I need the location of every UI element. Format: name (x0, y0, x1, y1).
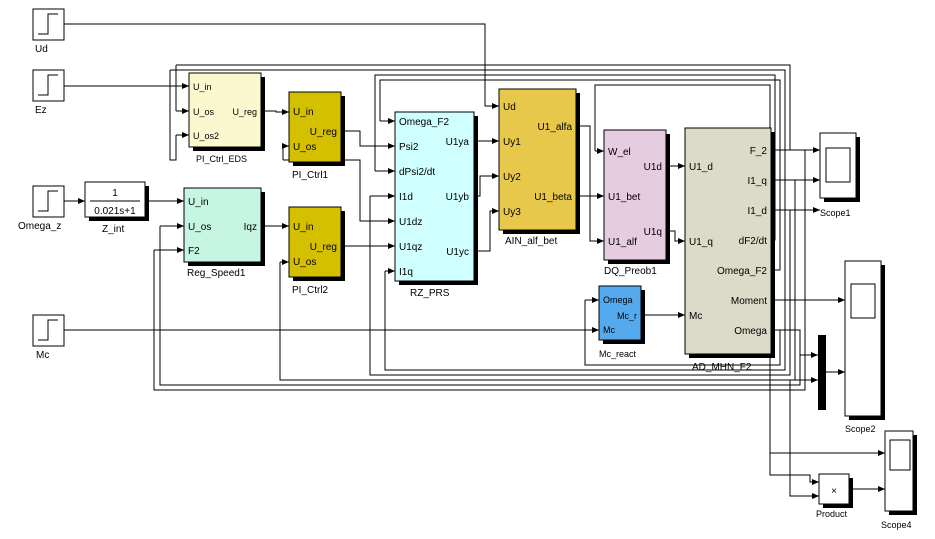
port-omega-f2: Omega_F2 (399, 117, 449, 128)
port-df2-dt: dF2/dt (739, 236, 768, 247)
omega-z-label: Omega_z (18, 221, 61, 232)
port-f-2: F_2 (750, 146, 768, 157)
ez-label: Ez (35, 105, 47, 116)
dq-preob1-block[interactable]: W_el U1_bet U1_alf U1d U1q DQ_Preob1 (603, 129, 670, 277)
ain-alf-bet-label: AIN_alf_bet (505, 236, 557, 247)
port-u-reg: U_reg (310, 127, 337, 138)
port-u-os: U_os (293, 257, 316, 268)
port-u1qz: U1qz (399, 242, 422, 253)
port-u-reg: U_reg (310, 242, 337, 253)
mc-label: Mc (36, 350, 49, 361)
ad-mhn-f2-block[interactable]: U1_d U1_q Mc F_2 I1_q I1_d dF2/dt Omega_… (684, 127, 775, 373)
port-u1d: U1d (644, 162, 662, 173)
scope1-block[interactable]: Scope1 (819, 132, 860, 218)
scope-screen-icon (850, 283, 876, 319)
ud-label: Ud (35, 44, 48, 55)
ud-source[interactable]: Ud (32, 8, 65, 55)
omega-z-source[interactable]: Omega_z (18, 185, 65, 232)
port-omega: Omega (603, 295, 633, 305)
scope-screen-icon (825, 147, 851, 183)
port-omega-f2: Omega_F2 (717, 266, 767, 277)
port-u-os: U_os (293, 142, 316, 153)
step-icon (38, 319, 58, 341)
mc-source[interactable]: Mc (32, 314, 65, 361)
port-u1yb: U1yb (446, 192, 470, 203)
port-uy3: Uy3 (503, 207, 521, 218)
step-icon (38, 13, 58, 35)
pi-ctrl1-label: PI_Ctrl1 (292, 170, 329, 181)
port-moment: Moment (731, 296, 767, 307)
port-u-in: U_in (293, 222, 314, 233)
port-u1q: U1q (644, 227, 662, 238)
port-dpsi2-dt: dPsi2/dt (399, 167, 435, 178)
product-block[interactable]: × Product (816, 473, 853, 519)
port-i1q: I1q (399, 267, 413, 278)
dq-preob1-label: DQ_Preob1 (604, 266, 657, 277)
scope2-label: Scope2 (845, 424, 876, 434)
z-int-block[interactable]: 1 0.021s+1 Z_int (84, 181, 149, 235)
scope1-label: Scope1 (820, 208, 851, 218)
reg-speed1-block[interactable]: U_in U_os F2 Iqz Reg_Speed1 (183, 187, 265, 279)
port-u1-bet: U1_bet (608, 192, 640, 203)
scope2-block[interactable]: Scope2 (844, 260, 885, 434)
port-u1ya: U1ya (446, 137, 470, 148)
mc-react-label: Mc_react (599, 349, 637, 359)
pi-ctrl-eds-label: PI_Ctrl_EDS (196, 154, 247, 164)
port-u-os: U_os (193, 107, 215, 117)
port-uy1: Uy1 (503, 137, 521, 148)
port-u1-beta: U1_beta (534, 192, 572, 203)
port-u-os2: U_os2 (193, 131, 219, 141)
scope4-label: Scope4 (881, 520, 912, 530)
product-label: Product (816, 509, 848, 519)
z-int-denominator: 0.021s+1 (94, 206, 136, 217)
port-u1-alfa: U1_alfa (538, 122, 573, 133)
port-i1-q: I1_q (748, 176, 767, 187)
mux-bar[interactable] (818, 335, 826, 410)
port-i1-d: I1_d (748, 206, 767, 217)
step-icon (38, 74, 58, 96)
port-uy2: Uy2 (503, 172, 521, 183)
pi-ctrl1-block[interactable]: U_in U_os U_reg PI_Ctrl1 (288, 91, 345, 181)
z-int-numerator: 1 (112, 188, 118, 199)
port-omega: Omega (734, 326, 767, 337)
port-mc-r: Mc_r (617, 311, 637, 321)
port-ud: Ud (503, 102, 516, 113)
port-u1-alf: U1_alf (608, 237, 637, 248)
ez-source[interactable]: Ez (32, 69, 65, 116)
port-u1dz: U1dz (399, 217, 422, 228)
port-f2: F2 (188, 246, 200, 257)
rz-prs-label: RZ_PRS (410, 288, 450, 299)
port-mc: Mc (603, 325, 615, 335)
port-u1yc: U1yc (446, 247, 469, 258)
port-u1-q: U1_q (689, 237, 713, 248)
scope4-block[interactable]: Scope4 (881, 430, 917, 530)
port-i1d: I1d (399, 192, 413, 203)
port-u-reg: U_reg (232, 107, 257, 117)
step-icon (38, 190, 58, 212)
port-w-el: W_el (608, 147, 631, 158)
port-u-in: U_in (293, 107, 314, 118)
ain-alf-bet-block[interactable]: Ud Uy1 Uy2 Uy3 U1_alfa U1_beta AIN_alf_b… (498, 88, 580, 247)
port-u-in: U_in (193, 82, 212, 92)
reg-speed1-label: Reg_Speed1 (187, 268, 246, 279)
multiply-icon: × (831, 486, 837, 497)
port-u-os: U_os (188, 222, 211, 233)
port-iqz: Iqz (244, 222, 257, 233)
scope-screen-icon (889, 439, 911, 471)
z-int-label: Z_int (102, 224, 124, 235)
mc-react-block[interactable]: Omega Mc Mc_r Mc_react (598, 285, 645, 359)
pi-ctrl-eds-block[interactable]: U_in U_os U_os2 U_reg PI_Ctrl_EDS (188, 72, 265, 164)
port-psi2: Psi2 (399, 142, 419, 153)
port-u1-d: U1_d (689, 162, 713, 173)
port-u-in: U_in (188, 197, 209, 208)
pi-ctrl2-block[interactable]: U_in U_os U_reg PI_Ctrl2 (288, 206, 345, 296)
ad-mhn-f2-label: AD_MHN_F2 (692, 362, 752, 373)
pi-ctrl2-label: PI_Ctrl2 (292, 285, 329, 296)
rz-prs-block[interactable]: Omega_F2 Psi2 dPsi2/dt I1d U1dz U1qz I1q… (394, 111, 478, 299)
port-mc: Mc (689, 311, 702, 322)
